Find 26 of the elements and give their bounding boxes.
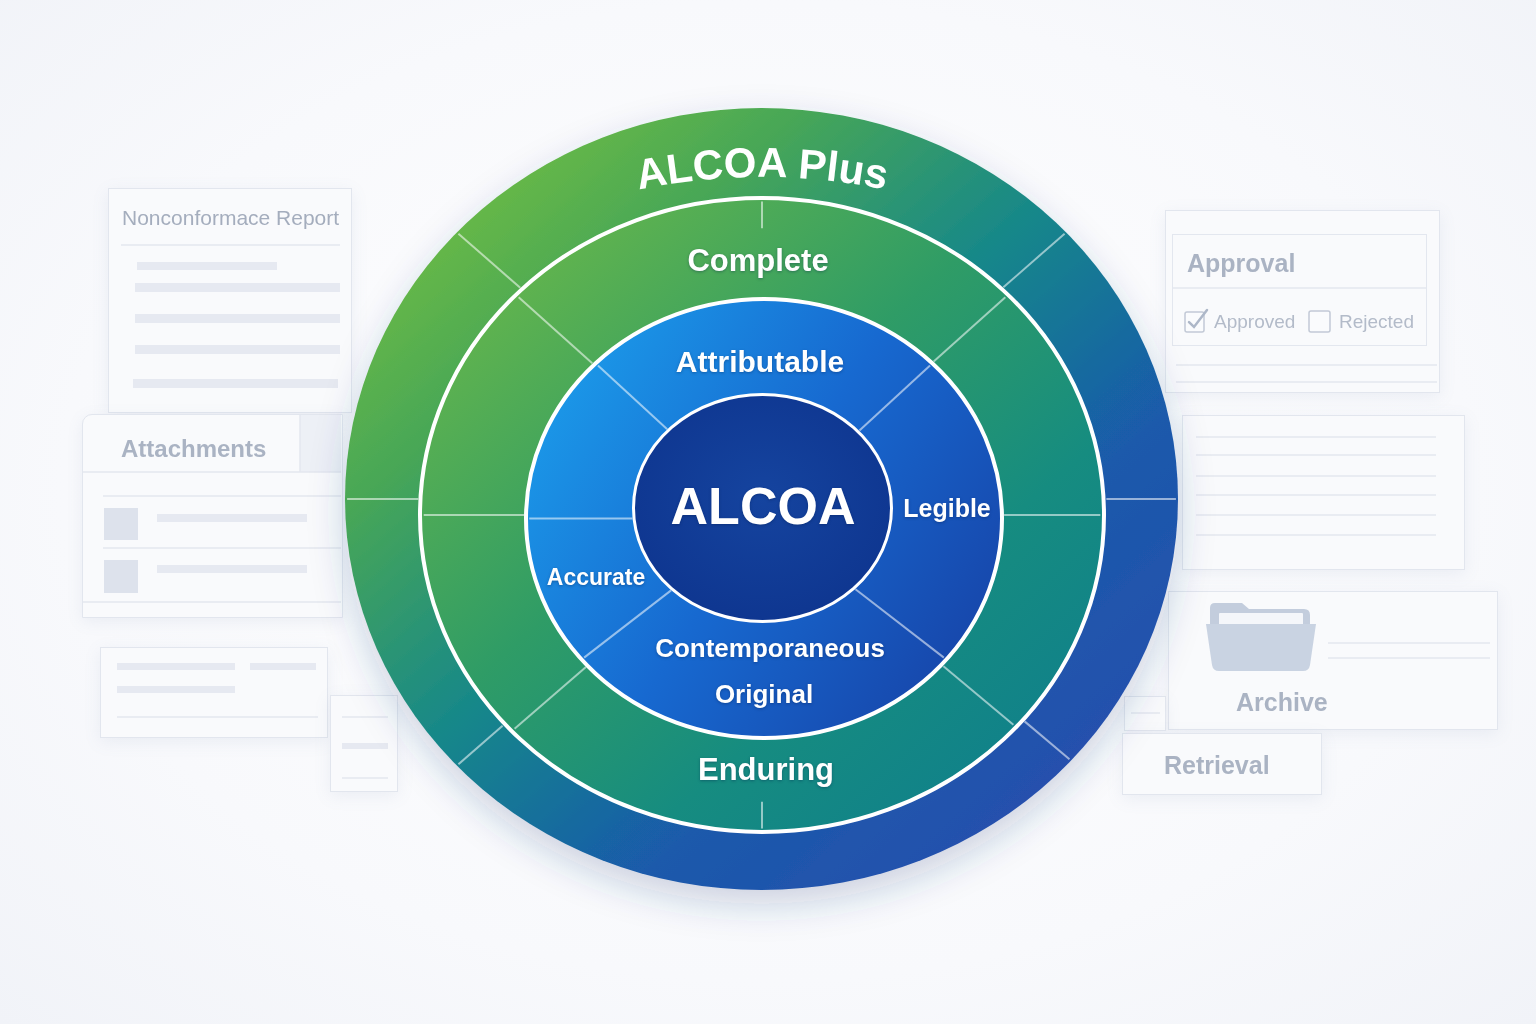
ring-label: Attributable	[675, 344, 845, 380]
ring-label: Accurate	[546, 563, 646, 591]
form-card	[1165, 210, 1440, 393]
document-card	[1122, 733, 1322, 795]
document-card	[108, 188, 352, 413]
ring-title: ALCOA Plus	[631, 138, 893, 199]
ring-label: Contemporaneous	[655, 634, 885, 664]
document-card	[1168, 591, 1498, 730]
ring-label: Legible	[903, 493, 991, 523]
checkbox-label: Rejected	[1339, 311, 1414, 333]
card-heading: Archive	[1236, 687, 1328, 717]
document-card	[1182, 415, 1465, 570]
card-heading: Attachments	[121, 435, 267, 463]
inner-ring	[524, 297, 1004, 740]
ring-label: Original	[714, 680, 814, 710]
document-card	[1124, 696, 1166, 731]
card-heading: Retrieval	[1164, 750, 1270, 780]
ring-label: Complete	[687, 243, 829, 279]
center-label: ALCOA	[670, 477, 856, 537]
checkbox-label: Approved	[1214, 311, 1296, 333]
document-card	[100, 647, 328, 738]
document-card	[330, 695, 398, 792]
card-heading: Approval	[1187, 248, 1296, 278]
card-heading: Nonconformace Report	[122, 205, 340, 231]
ring-label: Enduring	[698, 752, 834, 788]
middle-ring	[418, 196, 1106, 834]
